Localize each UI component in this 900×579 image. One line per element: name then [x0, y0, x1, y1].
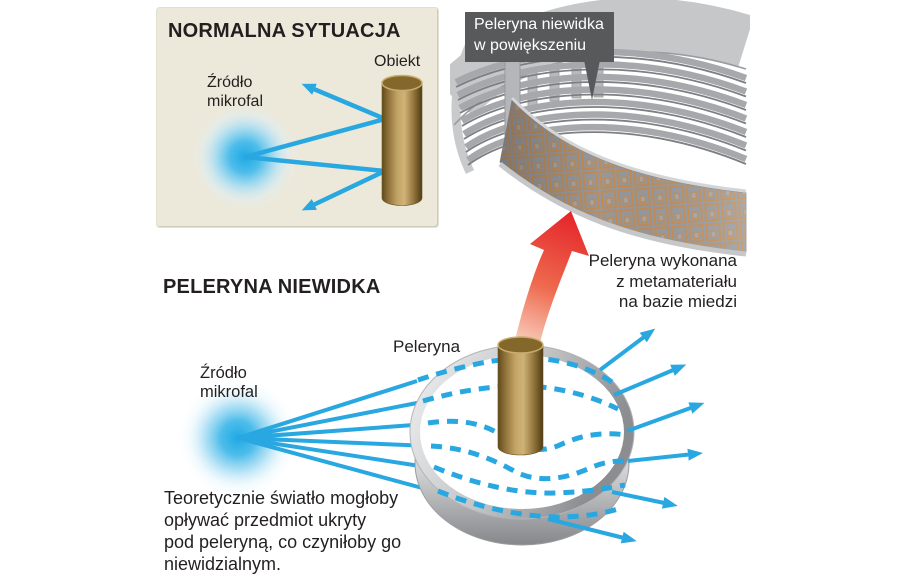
- reflected-ray-arrow: [301, 168, 386, 211]
- hidden-object-cylinder: [497, 336, 544, 456]
- outgoing-ray-arrows: [547, 328, 705, 544]
- microwave-rays: [244, 83, 386, 211]
- metamaterial-caption: Peleryna wykonana z metamateriału na baz…: [588, 251, 737, 312]
- normal-situation-drawing: [189, 74, 423, 213]
- red-zoom-arrow-icon: [516, 211, 589, 343]
- normal-situation-panel: NORMALNA SYTUACJA Źródło mikrofal Obiekt: [157, 8, 438, 227]
- cloak-heading: PELERYNA NIEWIDKA: [163, 276, 381, 298]
- cloak-diagram-drawing: [176, 328, 705, 546]
- incoming-rays: [237, 379, 438, 494]
- callout-tail: [583, 55, 601, 100]
- panel-title: NORMALNA SYTUACJA: [168, 20, 401, 42]
- magnified-callout: Peleryna niewidka w powiększeniu: [465, 12, 614, 62]
- ray-line: [244, 116, 386, 160]
- microwave-source-label: Źródło mikrofal: [207, 74, 264, 110]
- object-label: Obiekt: [374, 53, 421, 70]
- ray-line: [244, 154, 386, 174]
- cloak-description: Teoretycznie światło mogłoby opływać prz…: [164, 488, 402, 575]
- copper-metamaterial-band: [498, 96, 747, 257]
- cloak-source-label: Źródło mikrofal: [200, 364, 258, 402]
- reflected-ray-arrow: [301, 83, 386, 122]
- object-cylinder: [381, 74, 423, 206]
- cloak-label: Peleryna: [393, 337, 461, 356]
